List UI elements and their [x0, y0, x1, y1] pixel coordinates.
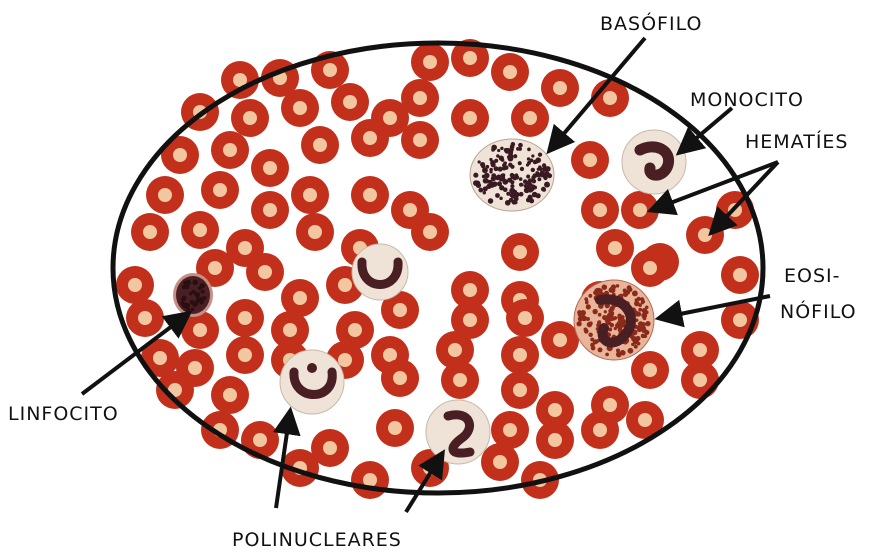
red-blood-cell-icon	[541, 321, 579, 359]
red-blood-cell-icon	[571, 141, 609, 179]
red-blood-cell-icon	[411, 43, 449, 81]
red-blood-cell-icon	[451, 99, 489, 137]
red-blood-cell-icon	[541, 69, 579, 107]
red-blood-cell-icon	[681, 361, 719, 399]
red-blood-cell-icon	[721, 256, 759, 294]
lymphocyte-icon	[173, 273, 213, 317]
red-blood-cell-icon	[251, 149, 289, 187]
red-blood-cell-icon	[281, 89, 319, 127]
red-blood-cell-icon	[351, 461, 389, 499]
red-blood-cell-icon	[146, 176, 184, 214]
red-blood-cell-icon	[241, 421, 279, 459]
red-blood-cell-icon	[251, 191, 289, 229]
red-blood-cell-icon	[501, 233, 539, 271]
red-blood-cell-icon	[126, 299, 164, 337]
basophil-icon	[470, 139, 554, 211]
label-polinucleares: POLINUCLEARES	[232, 529, 402, 551]
red-blood-cell-icon	[481, 443, 519, 481]
red-blood-cell-icon	[511, 99, 549, 137]
red-blood-cell-icon	[246, 253, 284, 291]
red-blood-cell-icon	[506, 299, 544, 337]
red-blood-cell-icon	[231, 99, 269, 137]
red-blood-cell-icon	[211, 131, 249, 169]
eosinophil-icon	[574, 280, 654, 360]
red-blood-cell-icon	[221, 61, 259, 99]
red-blood-cell-icon	[401, 79, 439, 117]
red-blood-cell-icon	[631, 249, 669, 287]
label-basofilo: BASÓFILO	[600, 11, 702, 35]
red-blood-cell-icon	[401, 121, 439, 159]
label-monocito: MONOCITO	[690, 89, 804, 111]
red-blood-cell-icon	[491, 53, 529, 91]
red-blood-cell-icon	[376, 409, 414, 447]
red-blood-cell-icon	[596, 229, 634, 267]
red-blood-cell-icon	[291, 176, 329, 214]
label-eosi: EOSI-	[784, 265, 840, 287]
red-blood-cell-icon	[581, 411, 619, 449]
red-blood-cell-icon	[501, 336, 539, 374]
red-blood-cell-icon	[211, 376, 249, 414]
red-blood-cell-icon	[181, 211, 219, 249]
red-blood-cell-icon	[631, 351, 669, 389]
neutrophil-icon	[426, 400, 490, 464]
label-hematies: HEMATÍES	[745, 130, 848, 153]
red-blood-cell-icon	[351, 119, 389, 157]
red-blood-cell-icon	[131, 213, 169, 251]
red-blood-cell-icon	[226, 299, 264, 337]
red-blood-cell-icon	[201, 171, 239, 209]
red-blood-cell-icon	[331, 83, 369, 121]
red-blood-cell-icon	[501, 371, 539, 409]
red-blood-cell-icon	[226, 336, 264, 374]
label-nofilo: NÓFILO	[780, 299, 857, 323]
red-blood-cell-icon	[296, 213, 334, 251]
red-blood-cell-icon	[351, 176, 389, 214]
red-blood-cell-icon	[301, 126, 339, 164]
red-blood-cell-icon	[686, 216, 724, 254]
monocyte-icon	[622, 130, 686, 194]
red-blood-cell-icon	[411, 213, 449, 251]
red-blood-cell-icon	[441, 361, 479, 399]
neutrophil-icon	[352, 244, 408, 300]
label-linfocito: LINFOCITO	[8, 403, 119, 425]
red-blood-cell-icon	[116, 266, 154, 304]
neutrophil-icon	[280, 350, 344, 414]
red-blood-cell-icon	[381, 359, 419, 397]
red-blood-cell-icon	[581, 191, 619, 229]
red-blood-cell-icon	[536, 421, 574, 459]
